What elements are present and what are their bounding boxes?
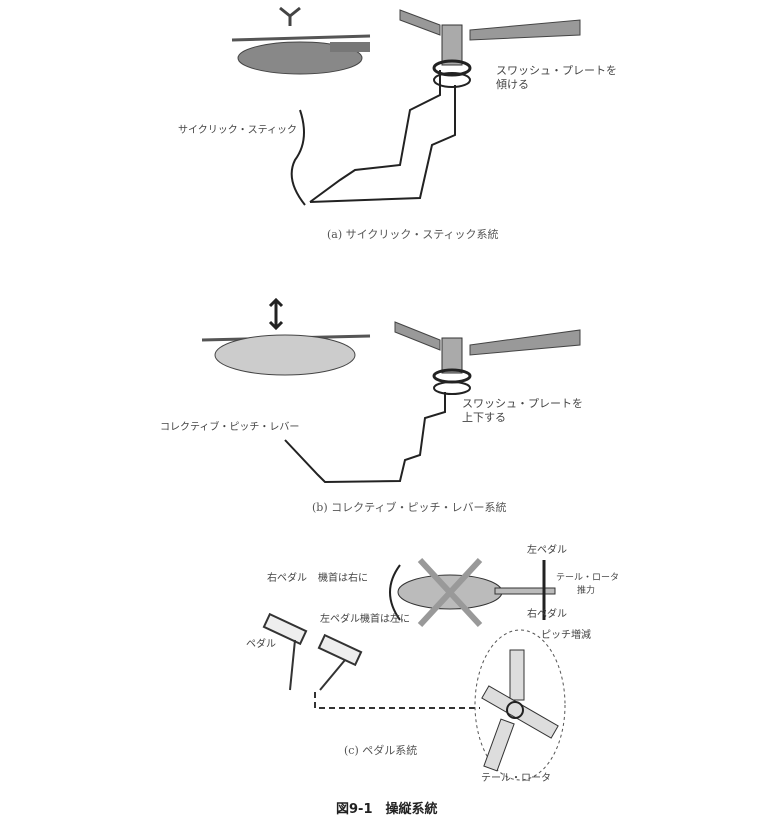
swash-label-b-1: スワッシュ・プレートを (462, 397, 583, 410)
pitch-change-label: ピッチ増減 (541, 630, 591, 641)
swash-label-a-2: 傾ける (496, 78, 529, 91)
panel-c-pedals (262, 612, 480, 709)
panel-c-tail-rotor (474, 629, 566, 781)
panel-a-helicopter (231, 6, 371, 75)
swash-label-a-1: スワッシュ・プレートを (496, 64, 617, 77)
panel-c-helicopter-top (389, 557, 556, 628)
right-pedal-bottom-label: 右ペダル (527, 609, 567, 620)
right-pedal-label: 右ペダル (267, 573, 307, 584)
panel-a-rotor-hub (399, 9, 581, 88)
tail-thrust-label-1: テール・ロータ (556, 573, 620, 583)
caption-a: (a) サイクリック・スティック系統 (327, 228, 499, 241)
nose-right-label: 機首は右に (318, 573, 368, 584)
panel-b-helicopter (201, 297, 371, 376)
panel-b-linkage (284, 392, 446, 484)
collective-lever-label: コレクティブ・ピッチ・レバー (160, 422, 300, 433)
tail-rotor-label: テール・ロータ (481, 773, 551, 784)
panel-a-linkage (290, 70, 456, 206)
left-pedal-top-label: 左ペダル (527, 545, 567, 556)
figure-title: 図9-1 操縦系統 (336, 802, 438, 817)
pedal-label: ペダル (246, 639, 276, 650)
left-pedal-nose-left-label: 左ペダル機首は左に (320, 614, 410, 625)
caption-b: (b) コレクティブ・ピッチ・レバー系統 (312, 501, 507, 514)
swash-label-b-2: 上下する (462, 411, 506, 424)
caption-c: (c) ペダル系統 (344, 744, 418, 757)
cyclic-stick-label: サイクリック・スティック (178, 125, 297, 136)
tail-thrust-label-2: 推力 (577, 586, 596, 596)
panel-b-rotor-hub (394, 321, 581, 395)
